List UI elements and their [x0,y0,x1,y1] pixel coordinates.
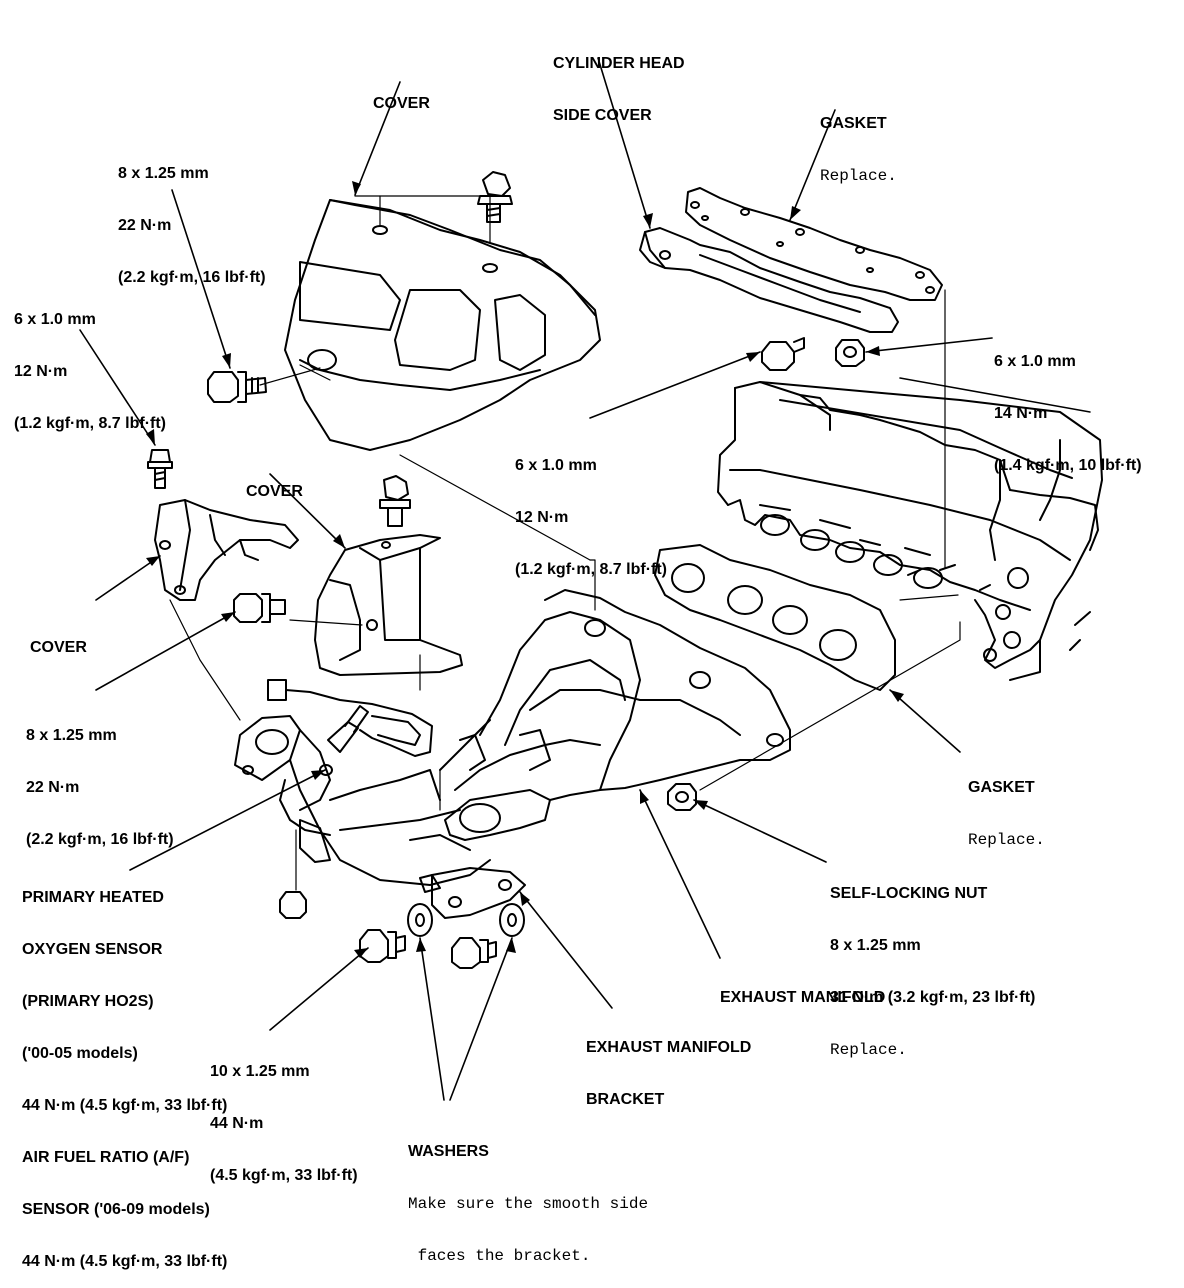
label-line: (PRIMARY HO2S) [22,993,154,1010]
label-note: Replace. [830,1041,907,1059]
cover-middle-part [314,534,463,676]
exhaust-manifold-bracket-part [419,867,526,919]
label-line: 22 N·m [118,217,172,234]
cylinder-head-side-cover-label: CYLINDER HEAD SIDE COVER [553,20,685,142]
label-line: (2.2 kgf·m, 16 lbf·ft) [26,831,174,848]
label-line: (4.5 kgf·m, 33 lbf·ft) [210,1167,358,1184]
label-line: COVER [246,483,303,500]
cover-bolt-8x125-middle [233,593,286,623]
exhaust-manifold-gasket [654,544,896,691]
label-line: OXYGEN SENSOR [22,941,163,958]
label-note: faces the bracket. [408,1247,591,1265]
label-line: PRIMARY HEATED [22,889,164,906]
bolt-6x10-right-label: 6 x 1.0 mm 14 N·m (1.4 kgf·m, 10 lbf·ft) [994,318,1142,492]
label-line: (1.2 kgf·m, 8.7 lbf·ft) [515,561,668,578]
washers-label: WASHERS Make sure the smooth side faces … [408,1108,648,1282]
cylinder-head [717,377,1103,681]
bracket-bolt-right [451,937,497,969]
label-line: 10 x 1.25 mm [210,1063,310,1080]
label-line: GASKET [968,779,1035,796]
self-locking-nut-label: SELF-LOCKING NUT 8 x 1.25 mm 31 N·m (3.2… [830,850,1035,1076]
exhaust-manifold-bracket-label: EXHAUST MANIFOLD BRACKET [586,1004,751,1126]
label-line: (2.2 kgf·m, 16 lbf·ft) [118,269,266,286]
label-line: 44 N·m (4.5 kgf·m, 33 lbf·ft) [22,1253,228,1270]
label-line: CYLINDER HEAD [553,55,685,72]
sensor-flange [234,715,491,886]
gasket-top-label: GASKET Replace. [820,80,897,202]
label-line: 14 N·m [994,405,1048,422]
cover-bolt-middle-top [379,475,411,527]
label-line: 44 N·m (4.5 kgf·m, 33 lbf·ft) [22,1097,228,1114]
nut-bottom-left [279,891,307,919]
cylinder-head-gasket-part [685,187,943,301]
side-cover-nut-right [835,339,865,367]
bolt-8x125-left-label: 8 x 1.25 mm 22 N·m (2.2 kgf·m, 16 lbf·ft… [26,692,174,866]
label-line: SELF-LOCKING NUT [830,885,988,902]
label-line: GASKET [820,115,887,132]
cover-bolt-8x125-top [207,371,267,403]
washer-left [407,903,433,937]
label-line: 12 N·m [515,509,569,526]
bracket-bolt-left [359,929,406,963]
cover-bolt-top [477,171,513,223]
cover-top-part [284,195,601,451]
label-line: 8 x 1.25 mm [830,937,921,954]
exhaust-manifold-label: EXHAUST MANIFOLD [720,954,885,1024]
label-line: 6 x 1.0 mm [994,353,1076,370]
cover-middle-label: COVER [246,448,303,518]
cover-top-label: COVER [373,60,430,130]
label-line: 12 N·m [14,363,68,380]
self-locking-nut-part [667,783,697,811]
label-line: 31 N·m (3.2 kgf·m, 23 lbf·ft) [830,989,1036,1006]
label-line: COVER [30,639,87,656]
label-note: Replace. [968,831,1045,849]
exhaust-manifold-part [329,589,791,851]
assembly-guide-lines [169,289,961,891]
label-line: 6 x 1.0 mm [515,457,597,474]
label-line: AIR FUEL RATIO (A/F) [22,1149,190,1166]
washer-right [499,903,525,937]
side-cover-nut-left [761,337,805,371]
label-line: (1.4 kgf·m, 10 lbf·ft) [994,457,1142,474]
bolt-8x125-top-label: 8 x 1.25 mm 22 N·m (2.2 kgf·m, 16 lbf·ft… [118,130,266,304]
bolt-10x125-label: 10 x 1.25 mm 44 N·m (4.5 kgf·m, 33 lbf·f… [210,1028,358,1202]
cover-bolt-6x10-left [147,449,173,489]
gasket-right-label: GASKET Replace. [968,744,1045,866]
cylinder-head-side-cover-part [639,227,899,333]
exhaust-manifold-exploded-diagram [79,57,1103,1101]
label-note: Make sure the smooth side [408,1195,649,1213]
bolt-6x10-left-label: 6 x 1.0 mm 12 N·m (1.2 kgf·m, 8.7 lbf·ft… [14,276,166,450]
label-line: BRACKET [586,1091,665,1108]
label-note: Replace. [820,167,897,185]
label-line: 6 x 1.0 mm [14,311,96,328]
primary-sensor-label: PRIMARY HEATED OXYGEN SENSOR (PRIMARY HO… [22,854,227,1288]
label-line: EXHAUST MANIFOLD [720,989,886,1006]
leader-lines [79,57,993,1101]
label-line: WASHERS [408,1143,489,1160]
label-line: 8 x 1.25 mm [26,727,117,744]
cover-left-part [154,499,299,601]
label-line: 8 x 1.25 mm [118,165,209,182]
label-line: COVER [373,95,430,112]
label-line: SENSOR ('06-09 models) [22,1201,210,1218]
label-line: (1.2 kgf·m, 8.7 lbf·ft) [14,415,167,432]
label-line: 44 N·m [210,1115,264,1132]
label-line: ('00-05 models) [22,1045,138,1062]
bolt-6x10-mid-label: 6 x 1.0 mm 12 N·m (1.2 kgf·m, 8.7 lbf·ft… [515,422,667,596]
label-line: SIDE COVER [553,107,652,124]
cover-left-label: COVER [30,604,87,674]
oxygen-sensor-part [267,679,433,757]
label-line: 22 N·m [26,779,80,796]
leader-arrowheads [146,181,904,958]
label-line: EXHAUST MANIFOLD [586,1039,752,1056]
